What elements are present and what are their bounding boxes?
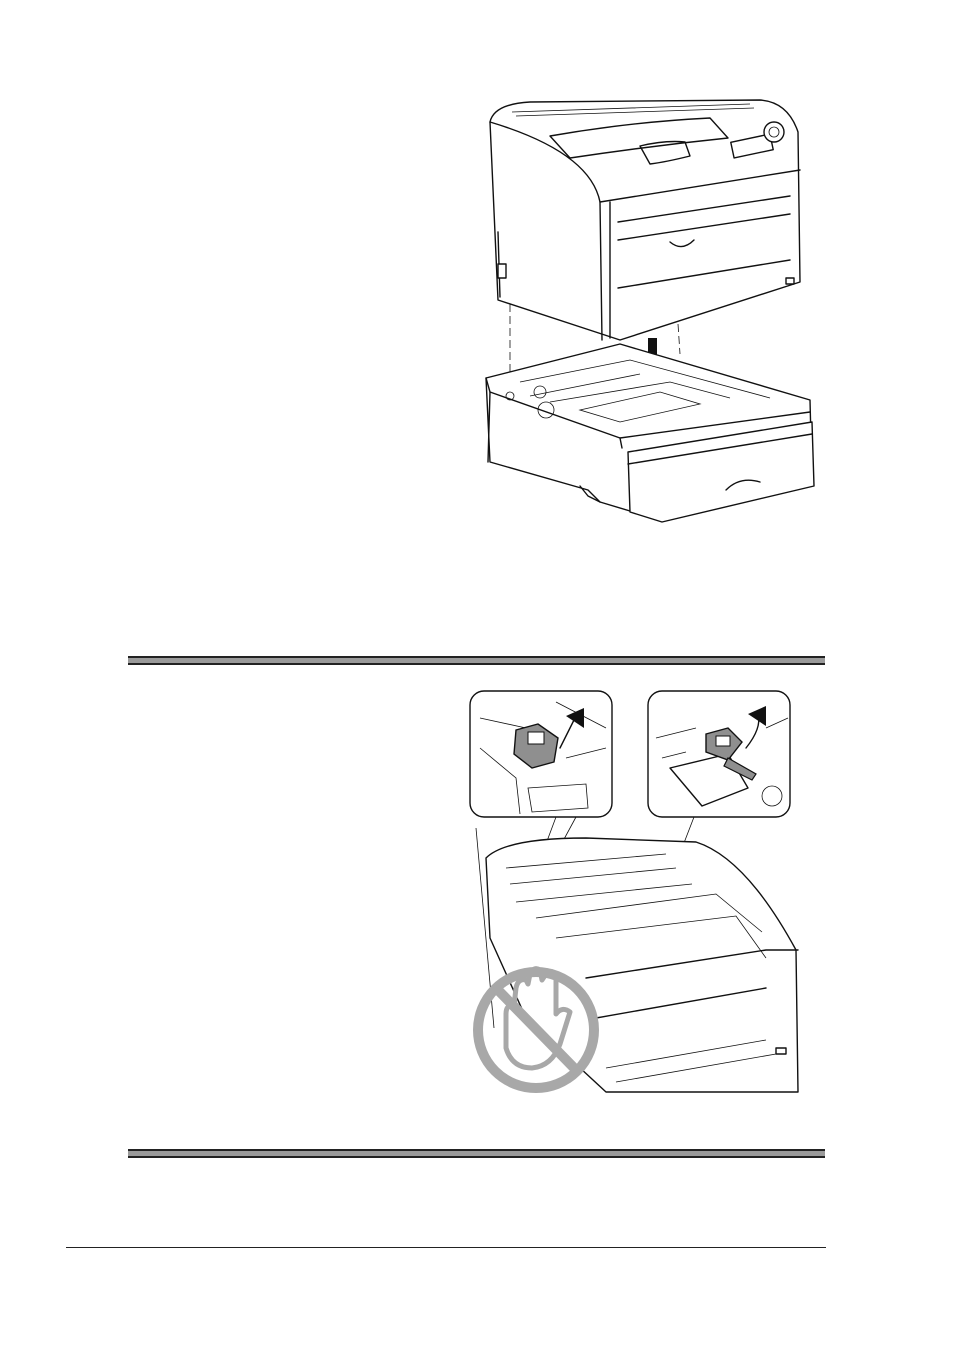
section-divider-bottom	[128, 1149, 825, 1158]
section-divider-top	[128, 656, 825, 665]
footer-rule	[66, 1247, 826, 1248]
printer-install-illustration	[470, 92, 820, 524]
do-not-touch-hand-icon	[474, 972, 602, 1100]
